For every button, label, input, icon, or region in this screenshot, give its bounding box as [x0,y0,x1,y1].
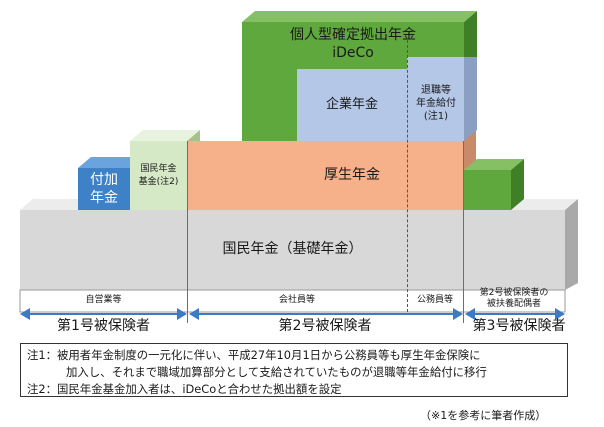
note2: 注2：国民年金基金加入者は、iDeCoと合わせた拠出額を設定 [27,382,342,396]
kosei-label: 厚生年金 [324,166,380,183]
insured-second-label: 第2号被保険者 [278,318,372,335]
category-jiei: 自営業等 [85,295,122,306]
kikin-block [130,141,187,210]
category-hifuyo: 第2号被保険者の 被扶養配偶者 [479,287,549,309]
divider-kaisha-komuin [407,40,408,312]
arrow-third-line [473,313,557,315]
fuka-top-face [78,157,143,168]
ideco-top-face [242,11,477,22]
kokumin-label: 国民年金（基礎年金） [222,241,363,258]
kigyo-label: 企業年金 [325,96,378,112]
ideco-side-face [464,11,477,57]
kokumin-side-face [565,199,578,290]
arrow-first-right-head [177,308,187,320]
arrow-first-line [28,313,179,315]
note1-line2: 加入し、それまで職域加算部分として支給されていたものが退職等年金給付に移行 [66,365,487,379]
third-green-side-face [511,159,524,210]
ideco-label: 個人型確定拠出年金 iDeCo [290,27,416,61]
kikin-label: 国民年金 基金(注2) [138,163,179,187]
divider-2-3 [463,141,464,323]
arrow-second-left-head [189,308,199,320]
note1-line1: 注1：被用者年金制度の一元化に伴い、平成27年10月1日から公務員等も厚生年金保… [27,348,481,362]
arrow-second-right-head [453,308,463,320]
insured-third-label: 第3号被保険者 [472,318,566,335]
fuka-label: 付加 年金 [90,172,118,206]
source-note: （※1を参考に筆者作成） [420,409,547,422]
arrow-third-left-head [465,308,475,320]
kigyo-side-face [464,57,477,141]
arrow-second-line [197,313,455,315]
fuka-block [78,168,130,210]
category-komuin: 公務員等 [416,295,453,306]
kikin-side-face [187,130,200,141]
divider-1-2 [187,141,188,323]
third-green-top-face [464,159,524,170]
arrow-third-right-head [555,308,565,320]
arrow-first-left-head [20,308,30,320]
taishoku-block [407,57,464,141]
kokumin-block [20,210,565,290]
taishoku-label: 退職等 年金給付 (注1) [416,84,456,122]
kosei-block [187,141,463,210]
notes-box: 注1：被用者年金制度の一元化に伴い、平成27年10月1日から公務員等も厚生年金保… [20,343,568,397]
kikin-top-face [130,130,200,141]
third-green-block [464,170,511,210]
insured-first-label: 第1号被保険者 [57,318,150,335]
category-kaisha: 会社員等 [278,295,315,306]
kigyo-block [297,69,407,141]
category-strip [19,289,566,313]
